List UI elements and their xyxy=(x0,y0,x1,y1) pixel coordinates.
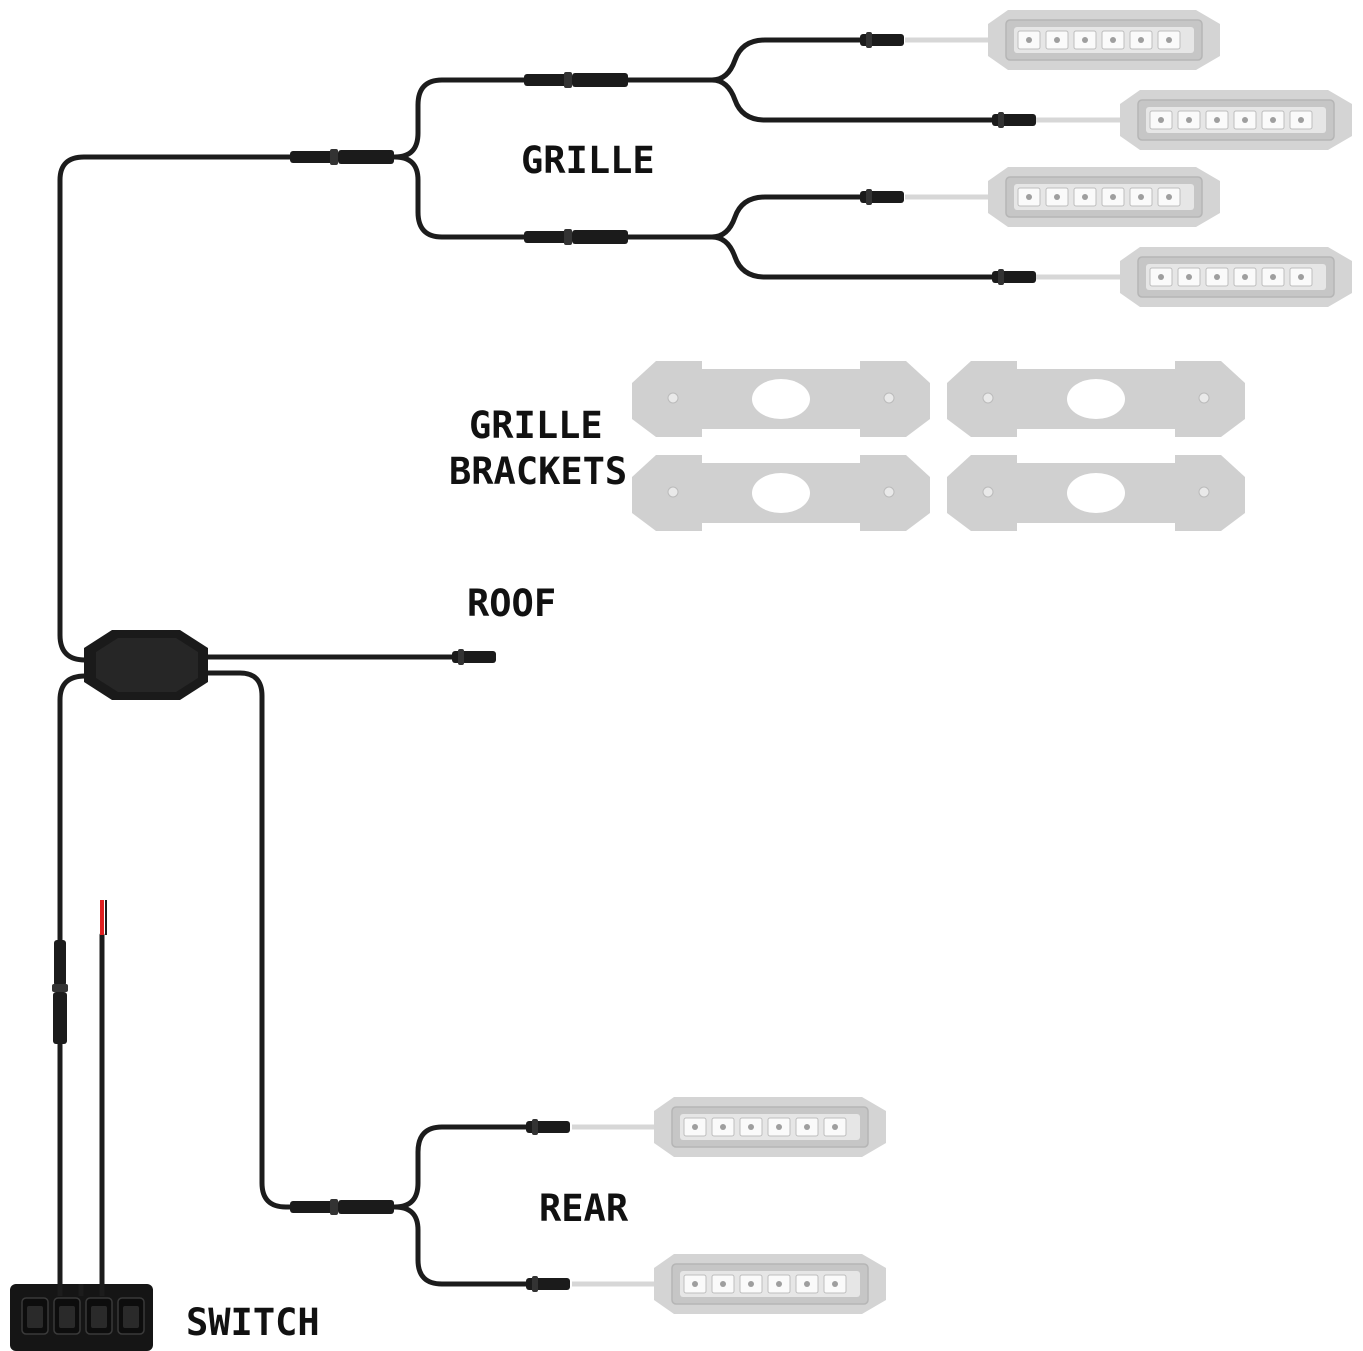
connector-light-2 xyxy=(992,112,1036,128)
wire-grille-split-1a xyxy=(709,37,865,83)
wire-rear xyxy=(202,670,531,1210)
label-grille: GRILLE xyxy=(521,139,655,182)
light-leads xyxy=(572,37,1122,1287)
connector-grille-upper xyxy=(524,72,628,88)
connector-light-3 xyxy=(860,189,904,205)
bracket-3 xyxy=(631,454,931,532)
switch-rocker-2 xyxy=(53,1297,81,1335)
wire-grille-split-1b xyxy=(709,77,998,123)
grille-brackets xyxy=(631,360,1246,532)
junction-hub xyxy=(84,630,208,700)
wire-grille-lower-branch xyxy=(392,154,715,240)
switch-rocker-4 xyxy=(117,1297,145,1335)
wire-rear-lower xyxy=(392,1204,531,1287)
rear-light-1 xyxy=(653,1096,887,1158)
switch-rocker-3 xyxy=(85,1297,113,1335)
wire-switch-left xyxy=(57,673,88,1295)
label-rear: REAR xyxy=(539,1187,629,1230)
grille-light-4 xyxy=(1119,246,1353,308)
grille-light-1 xyxy=(987,9,1221,71)
label-switch: SWITCH xyxy=(186,1301,320,1344)
switch-rocker-1 xyxy=(21,1297,49,1335)
grille-light-3 xyxy=(987,166,1221,228)
rear-lights xyxy=(653,1096,887,1315)
connectors xyxy=(52,32,1036,1292)
connector-rear-1 xyxy=(526,1119,570,1135)
wire-grille-split-2a xyxy=(709,194,865,240)
rear-light-2 xyxy=(653,1253,887,1315)
bracket-1 xyxy=(631,360,931,438)
connector-roof xyxy=(452,649,496,665)
grille-light-2 xyxy=(1119,89,1353,151)
connector-rear-trunk xyxy=(290,1199,394,1215)
connector-trunk xyxy=(290,149,394,165)
bracket-2 xyxy=(946,360,1246,438)
connector-light-1 xyxy=(860,32,904,48)
connector-light-4 xyxy=(992,269,1036,285)
wire-grille-split-2b xyxy=(709,234,998,280)
connector-switch-inline xyxy=(52,940,68,1044)
label-grille-brackets-line1: GRILLE xyxy=(469,404,603,447)
label-roof: ROOF xyxy=(467,582,556,625)
grille-lights xyxy=(987,9,1353,308)
connector-rear-2 xyxy=(526,1276,570,1292)
connector-grille-lower xyxy=(524,229,628,245)
label-grille-brackets-line2: BRACKETS xyxy=(449,450,627,493)
bracket-4 xyxy=(946,454,1246,532)
switch-panel xyxy=(10,1284,153,1351)
